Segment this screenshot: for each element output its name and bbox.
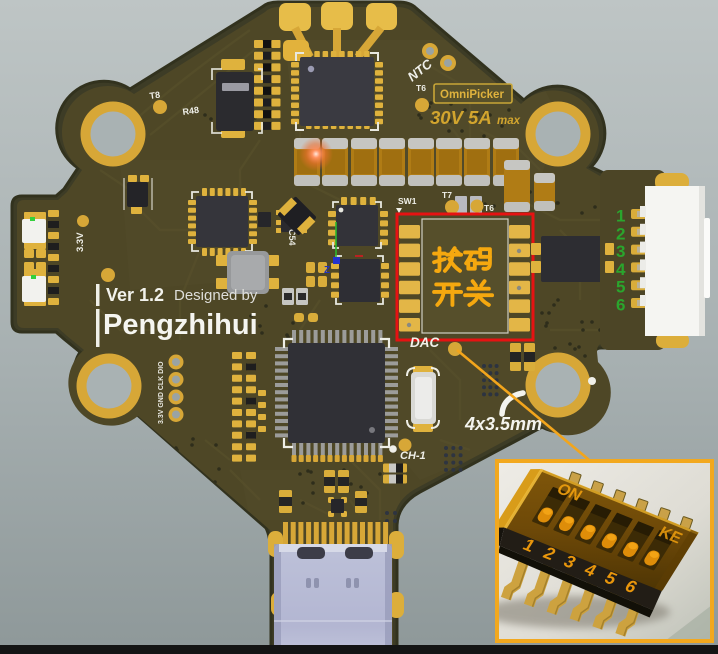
svg-text:4x3.5mm: 4x3.5mm xyxy=(464,414,542,434)
svg-text:5: 5 xyxy=(616,278,625,297)
svg-text:KE: KE xyxy=(655,523,685,547)
svg-text:30V 5A: 30V 5A xyxy=(430,107,492,128)
svg-text:T7: T7 xyxy=(442,190,452,200)
svg-text:1: 1 xyxy=(616,207,625,226)
svg-text:6: 6 xyxy=(616,296,625,315)
svg-text:SW1: SW1 xyxy=(398,196,417,206)
svg-text:max: max xyxy=(497,115,521,127)
svg-text:2: 2 xyxy=(616,224,625,243)
svg-text:DAC: DAC xyxy=(410,335,439,350)
svg-text:CH-1: CH-1 xyxy=(400,450,426,462)
svg-text:T8: T8 xyxy=(149,90,161,101)
svg-text:3.3V GND CLK DIO: 3.3V GND CLK DIO xyxy=(158,361,165,424)
svg-text:Pengzhihui: Pengzhihui xyxy=(103,309,258,341)
svg-text:C54: C54 xyxy=(287,229,297,246)
svg-text:3.3V: 3.3V xyxy=(75,232,86,252)
svg-text:Designed by: Designed by xyxy=(174,287,258,304)
svg-text:OmniPicker: OmniPicker xyxy=(440,89,504,101)
svg-text:T6: T6 xyxy=(484,203,494,213)
svg-text:4: 4 xyxy=(616,260,626,279)
svg-text:Ver 1.2: Ver 1.2 xyxy=(106,285,164,305)
svg-text:Z: Z xyxy=(324,265,330,276)
svg-text:T6: T6 xyxy=(416,83,426,93)
svg-text:3: 3 xyxy=(616,242,625,261)
svg-text:R48: R48 xyxy=(182,105,200,117)
